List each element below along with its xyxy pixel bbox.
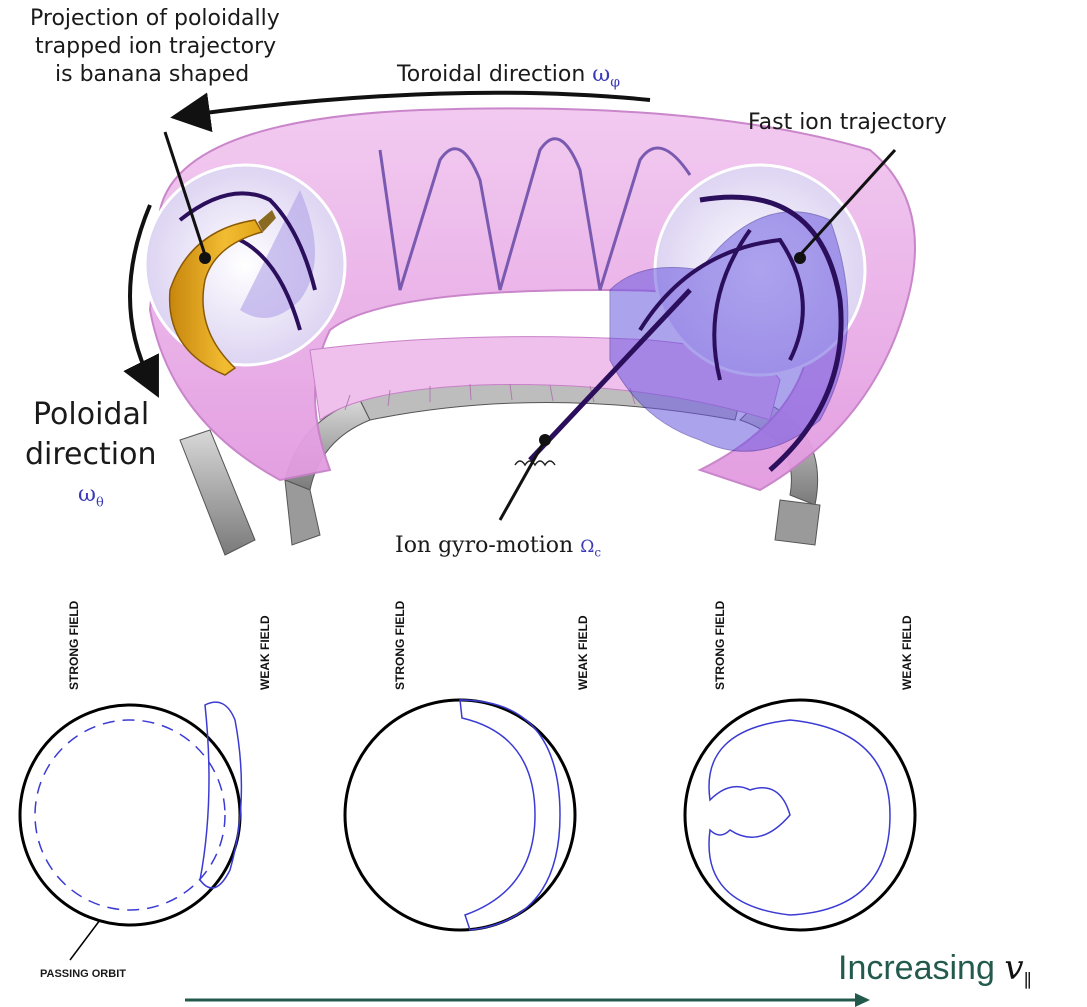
toroidal-label: Toroidal direction ωφ <box>397 62 620 90</box>
poloidal-label: Poloidal direction <box>25 395 156 475</box>
fast-ion-pointer-dot <box>794 252 806 264</box>
increasing-v: v <box>1004 948 1023 988</box>
strong-field-label-3: STRONG FIELD <box>713 601 727 690</box>
strong-field-label-1: STRONG FIELD <box>67 601 81 690</box>
gyro-symbol: Ωc <box>580 537 601 557</box>
gyro-text: Ion gyro-motion <box>395 533 573 558</box>
increasing-text: Increasing <box>838 949 995 987</box>
poloidal-symbol: ωθ <box>78 482 104 510</box>
poloidal-line-2: direction <box>25 435 156 475</box>
poloidal-omega: ω <box>78 482 96 507</box>
fast-ion-label: Fast ion trajectory <box>748 110 947 135</box>
passing-orbit-dashed <box>35 720 225 910</box>
toroidal-subscript: φ <box>610 74 620 90</box>
increasing-subscript: ∥ <box>1024 971 1032 992</box>
increasing-symbol: v∥ <box>1004 948 1032 988</box>
weak-field-label-1: WEAK FIELD <box>258 615 272 690</box>
gyro-omega: Ω <box>580 537 594 557</box>
toroidal-symbol: ωφ <box>592 62 620 87</box>
orbit-panel-1 <box>20 702 241 960</box>
poloidal-line-1: Poloidal <box>25 395 156 435</box>
weak-field-label-3: WEAK FIELD <box>900 615 914 690</box>
poloidal-subscript: θ <box>96 495 104 510</box>
projection-line-2: trapped ion trajectory <box>30 33 280 61</box>
banana-orbit-1 <box>200 702 241 888</box>
projection-line-1: Projection of poloidally <box>30 5 280 33</box>
strong-field-label-2: STRONG FIELD <box>393 601 407 690</box>
orbit-boundary-3 <box>685 700 915 930</box>
weak-field-label-2: WEAK FIELD <box>576 615 590 690</box>
poloidal-arrow <box>130 205 150 380</box>
toroidal-text: Toroidal direction <box>397 62 585 87</box>
passing-orbit-pointer <box>70 920 100 960</box>
gyro-wiggle <box>515 461 555 465</box>
orbit-panel-2 <box>345 700 575 930</box>
gyro-subscript: c <box>594 545 601 559</box>
gyro-label: Ion gyro-motion Ωc <box>395 533 601 559</box>
increasing-label: Increasing v∥ <box>838 948 1032 992</box>
banana-orbit-2 <box>460 700 560 930</box>
toroidal-omega: ω <box>592 62 610 87</box>
gyro-pointer-dot <box>539 434 551 446</box>
orbit-panel-3 <box>685 700 915 930</box>
banana-pointer-dot <box>199 252 211 264</box>
projection-label: Projection of poloidally trapped ion tra… <box>30 5 280 89</box>
left-cross-section <box>145 165 345 365</box>
gyro-pointer-line <box>500 440 545 520</box>
loop-orbit-3 <box>709 720 890 915</box>
passing-orbit-label: PASSING ORBIT <box>40 968 126 980</box>
projection-line-3: is banana shaped <box>30 61 280 89</box>
increasing-arrowhead <box>855 993 870 1007</box>
